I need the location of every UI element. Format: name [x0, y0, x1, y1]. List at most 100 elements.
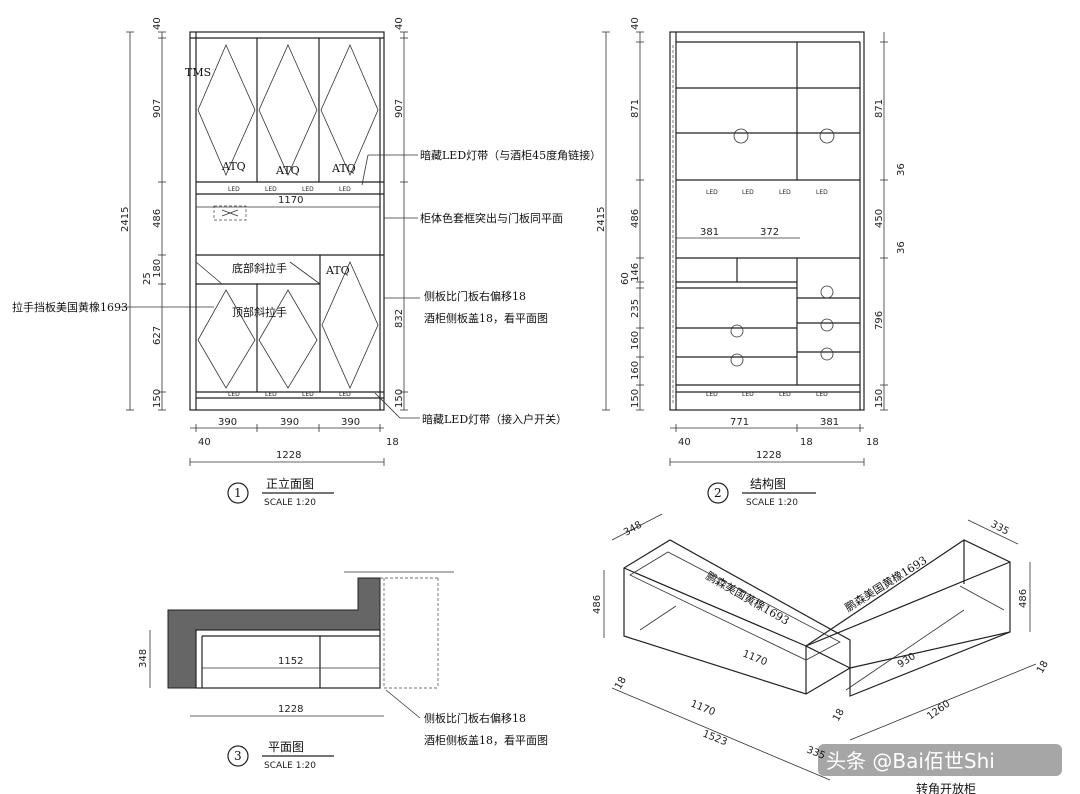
- view-title: 正立面图: [266, 476, 314, 491]
- led-label: LED: [816, 189, 828, 196]
- led-label: LED: [706, 391, 718, 398]
- dim-total-width: 1228: [276, 450, 301, 461]
- led-label: LED: [816, 391, 828, 398]
- dim-label: 18: [613, 675, 629, 692]
- dim-label: 40: [678, 437, 691, 448]
- dim-label: 18: [386, 437, 399, 448]
- dim-label: 348: [622, 520, 644, 539]
- dim-label: 25: [142, 272, 153, 285]
- led-label: LED: [339, 186, 351, 193]
- dim-label: 40: [198, 437, 211, 448]
- view-number: 1: [234, 486, 242, 500]
- dim-label: 160: [630, 331, 641, 350]
- dim-inner-label: 1170: [278, 195, 303, 206]
- dim-label: 150: [394, 389, 405, 408]
- dim-label: 390: [218, 417, 237, 428]
- view-number: 3: [234, 749, 242, 763]
- led-label: LED: [228, 391, 240, 398]
- dim-label: 381: [700, 227, 719, 238]
- atq-label-3: ATQ: [331, 162, 356, 175]
- led-label: LED: [302, 186, 314, 193]
- tms-label: TMS: [185, 66, 211, 79]
- structure-view: LED LED LED LED LED LED LED LED 381 372 …: [596, 17, 907, 508]
- led-label: LED: [265, 186, 277, 193]
- iso-label-right: 鹏森美国黄橡1693: [842, 553, 929, 615]
- dim-label: 907: [152, 99, 163, 118]
- note-frame: 柜体色套框突出与门板同平面: [420, 211, 563, 225]
- note-handle-left: 拉手挡板美国黄橡1693: [12, 300, 128, 314]
- dim-label: 372: [760, 227, 779, 238]
- view-number: 2: [714, 486, 722, 500]
- dim-label: 18: [866, 437, 879, 448]
- top-handle-label: 顶部斜拉手: [232, 305, 287, 319]
- led-label: LED: [779, 391, 791, 398]
- view-scale: SCALE 1:20: [264, 761, 316, 771]
- dim-label: 60: [620, 272, 631, 285]
- dim-inner-label: 1152: [278, 656, 303, 667]
- dim-label: 871: [630, 99, 641, 118]
- led-label: LED: [339, 391, 351, 398]
- dim-label: 180: [152, 259, 163, 278]
- structure-cabinet-outline: [669, 31, 865, 411]
- dim-label: 36: [896, 163, 907, 176]
- view-scale: SCALE 1:20: [746, 498, 798, 508]
- dim-label: 160: [630, 361, 641, 380]
- iso-label-left: 鹏森美国黄橡1693: [704, 568, 792, 627]
- watermark: 头条 @Bai佰世Shi: [826, 749, 995, 773]
- view-scale: SCALE 1:20: [264, 498, 316, 508]
- dim-label: 796: [874, 311, 885, 330]
- iso-title: 转角开放柜: [916, 781, 976, 794]
- led-label: LED: [706, 189, 718, 196]
- dim-label: 832: [394, 309, 405, 328]
- plan-view: 1152 348 1228 侧板比门板右偏移18 酒柜侧板盖18，看平面图 3 …: [138, 571, 548, 771]
- atq-label-2: ATQ: [275, 164, 300, 177]
- led-label: LED: [265, 391, 277, 398]
- view-title: 平面图: [268, 740, 304, 754]
- dim-label: 627: [152, 326, 163, 345]
- dim-label: 381: [820, 417, 839, 428]
- dim-total-label: 2415: [120, 207, 131, 232]
- plan-wall-hatch: [167, 577, 381, 689]
- dim-label: 146: [630, 263, 641, 282]
- dim-label: 390: [341, 417, 360, 428]
- bottom-handle-label: 底部斜拉手: [232, 261, 287, 275]
- dim-label: 486: [1018, 589, 1029, 608]
- led-label: LED: [742, 189, 754, 196]
- watermark-bg: [818, 744, 1062, 776]
- dim-label: 486: [152, 209, 163, 228]
- note-led-top: 暗藏LED灯带（与酒柜45度角链接）: [420, 148, 601, 162]
- led-label: LED: [228, 186, 240, 193]
- note-side-2: 酒柜侧板盖18，看平面图: [424, 311, 548, 325]
- dim-label: 150: [152, 389, 163, 408]
- note-led-bottom: 暗藏LED灯带（接入户开关）: [422, 412, 567, 426]
- dim-label: 40: [394, 17, 405, 30]
- dim-label: 18: [831, 707, 847, 724]
- front-elevation: TMS ATQ ATQ ATQ ATQ LED LED LED LED LED …: [12, 17, 601, 508]
- view-title: 结构图: [750, 476, 786, 491]
- dim-label: 40: [152, 17, 163, 30]
- dim-label: 450: [874, 209, 885, 228]
- dim-label: 771: [730, 417, 749, 428]
- dim-label: 235: [630, 299, 641, 318]
- led-label: LED: [779, 189, 791, 196]
- dim-total-label: 2415: [596, 207, 607, 232]
- dim-label: 486: [592, 595, 603, 614]
- plan-cabinet: [195, 629, 381, 689]
- dim-label: 18: [800, 437, 813, 448]
- dim-label: 1170: [741, 649, 769, 669]
- dim-total-width: 1228: [756, 450, 781, 461]
- dim-label: 150: [630, 389, 641, 408]
- led-label: LED: [742, 391, 754, 398]
- led-label: LED: [302, 391, 314, 398]
- note-side-1: 侧板比门板右偏移18: [424, 289, 526, 303]
- dim-label: 1170: [689, 699, 717, 719]
- dim-label: 36: [896, 241, 907, 254]
- note-side-1: 侧板比门板右偏移18: [424, 711, 526, 725]
- dim-total-label: 1228: [278, 704, 303, 715]
- dim-label: 1260: [925, 699, 952, 723]
- atq-label-1: ATQ: [221, 160, 246, 173]
- note-side-2: 酒柜侧板盖18，看平面图: [424, 733, 548, 747]
- dim-label: 40: [630, 17, 641, 30]
- dim-label: 486: [630, 209, 641, 228]
